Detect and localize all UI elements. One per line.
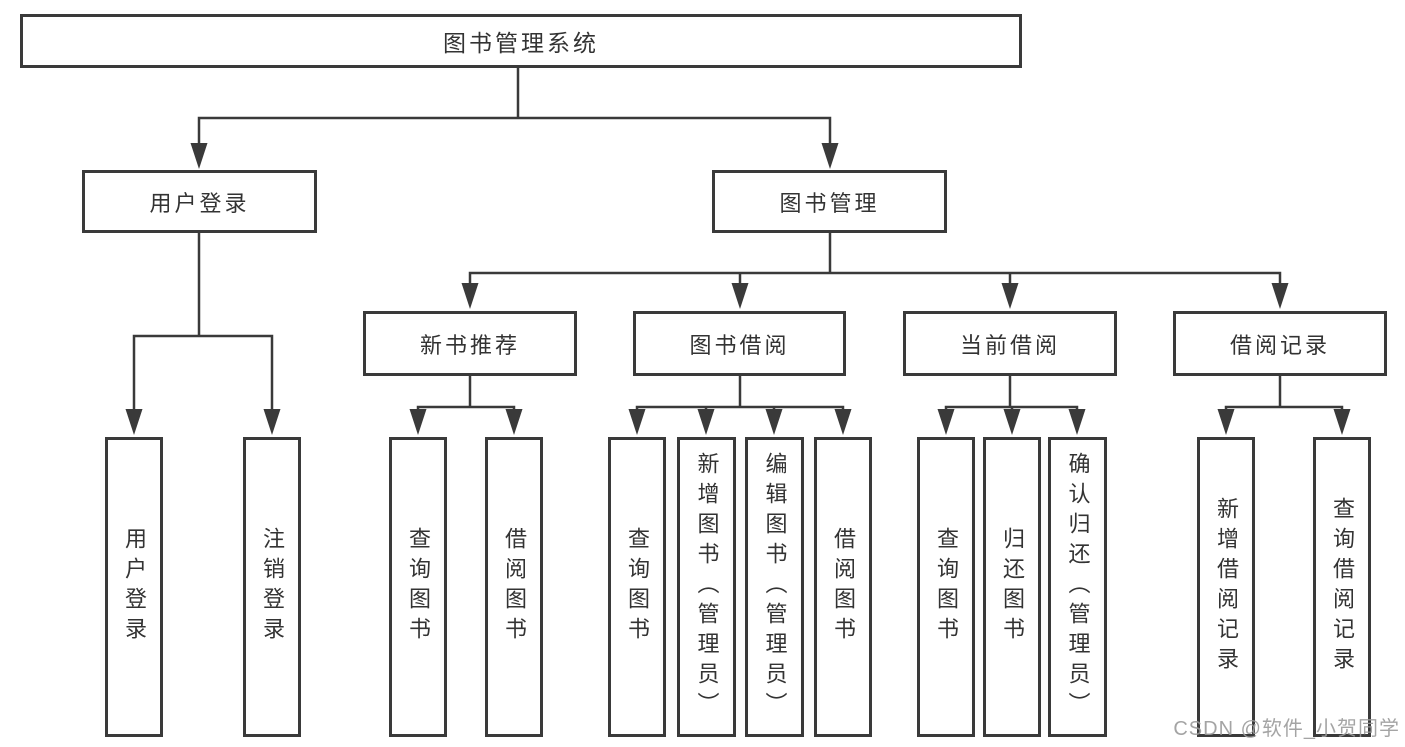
node-label: 查询图书	[406, 527, 431, 647]
arrow-down-icon	[125, 409, 143, 435]
arrow-down-icon	[821, 143, 839, 169]
csdn-watermark: CSDN @软件_小贺同学	[1173, 718, 1400, 740]
arrow-down-icon	[697, 409, 715, 435]
node-label: 确认归还（管理员）	[1065, 452, 1091, 722]
node-book-borrowing: 图书借阅	[633, 311, 846, 376]
node-logout: 注销登录	[243, 437, 301, 737]
node-label: 新增图书（管理员）	[694, 452, 720, 722]
node-label: 查询图书	[625, 527, 650, 647]
node-borrowing-records: 借阅记录	[1173, 311, 1387, 376]
arrow-down-icon	[628, 409, 646, 435]
arrow-down-icon	[834, 409, 852, 435]
node-records-query-record: 查询借阅记录	[1313, 437, 1371, 737]
arrow-down-icon	[1003, 409, 1021, 435]
arrow-down-icon	[1217, 409, 1235, 435]
node-book-management: 图书管理	[712, 170, 947, 233]
node-recommend-borrow-books: 借阅图书	[485, 437, 543, 737]
node-records-add-record: 新增借阅记录	[1197, 437, 1255, 737]
node-label: 查询借阅记录	[1330, 497, 1355, 677]
node-current-borrowing: 当前借阅	[903, 311, 1117, 376]
node-label: 借阅记录	[1229, 332, 1330, 358]
node-user-login: 用户登录	[82, 170, 317, 233]
node-label: 图书借阅	[689, 332, 790, 358]
node-label: 编辑图书（管理员）	[762, 452, 788, 722]
node-borrowing-query-books: 查询图书	[608, 437, 666, 737]
arrow-down-icon	[263, 409, 281, 435]
node-label: 用户登录	[149, 190, 250, 216]
node-current-return-books: 归还图书	[983, 437, 1041, 737]
node-label: 图书管理	[779, 190, 880, 216]
node-user-login-leaf: 用户登录	[105, 437, 163, 737]
node-label: 注销登录	[260, 527, 285, 647]
node-book-management-system: 图书管理系统	[20, 14, 1022, 68]
arrow-down-icon	[1068, 409, 1086, 435]
arrow-down-icon	[1001, 283, 1019, 309]
arrow-down-icon	[765, 409, 783, 435]
arrow-down-icon	[461, 283, 479, 309]
node-label: 用户登录	[122, 527, 147, 647]
node-borrowing-borrow-books: 借阅图书	[814, 437, 872, 737]
node-current-confirm-return-admin: 确认归还（管理员）	[1048, 437, 1107, 737]
node-label: 借阅图书	[502, 527, 527, 647]
node-label: 新增借阅记录	[1214, 497, 1239, 677]
node-label: 借阅图书	[831, 527, 856, 647]
arrowheads	[125, 143, 1351, 435]
node-label: 新书推荐	[419, 332, 520, 358]
arrow-down-icon	[190, 143, 208, 169]
arrow-down-icon	[1333, 409, 1351, 435]
node-label: 归还图书	[1000, 527, 1025, 647]
node-borrowing-add-books-admin: 新增图书（管理员）	[677, 437, 736, 737]
arrow-down-icon	[505, 409, 523, 435]
arrow-down-icon	[409, 409, 427, 435]
node-label: 当前借阅	[959, 332, 1060, 358]
arrow-down-icon	[731, 283, 749, 309]
arrow-down-icon	[1271, 283, 1289, 309]
node-current-query-books: 查询图书	[917, 437, 975, 737]
node-new-book-recommend: 新书推荐	[363, 311, 577, 376]
node-recommend-query-books: 查询图书	[389, 437, 447, 737]
node-borrowing-edit-books-admin: 编辑图书（管理员）	[745, 437, 804, 737]
node-label: 图书管理系统	[443, 30, 599, 56]
node-label: 查询图书	[934, 527, 959, 647]
arrow-down-icon	[937, 409, 955, 435]
